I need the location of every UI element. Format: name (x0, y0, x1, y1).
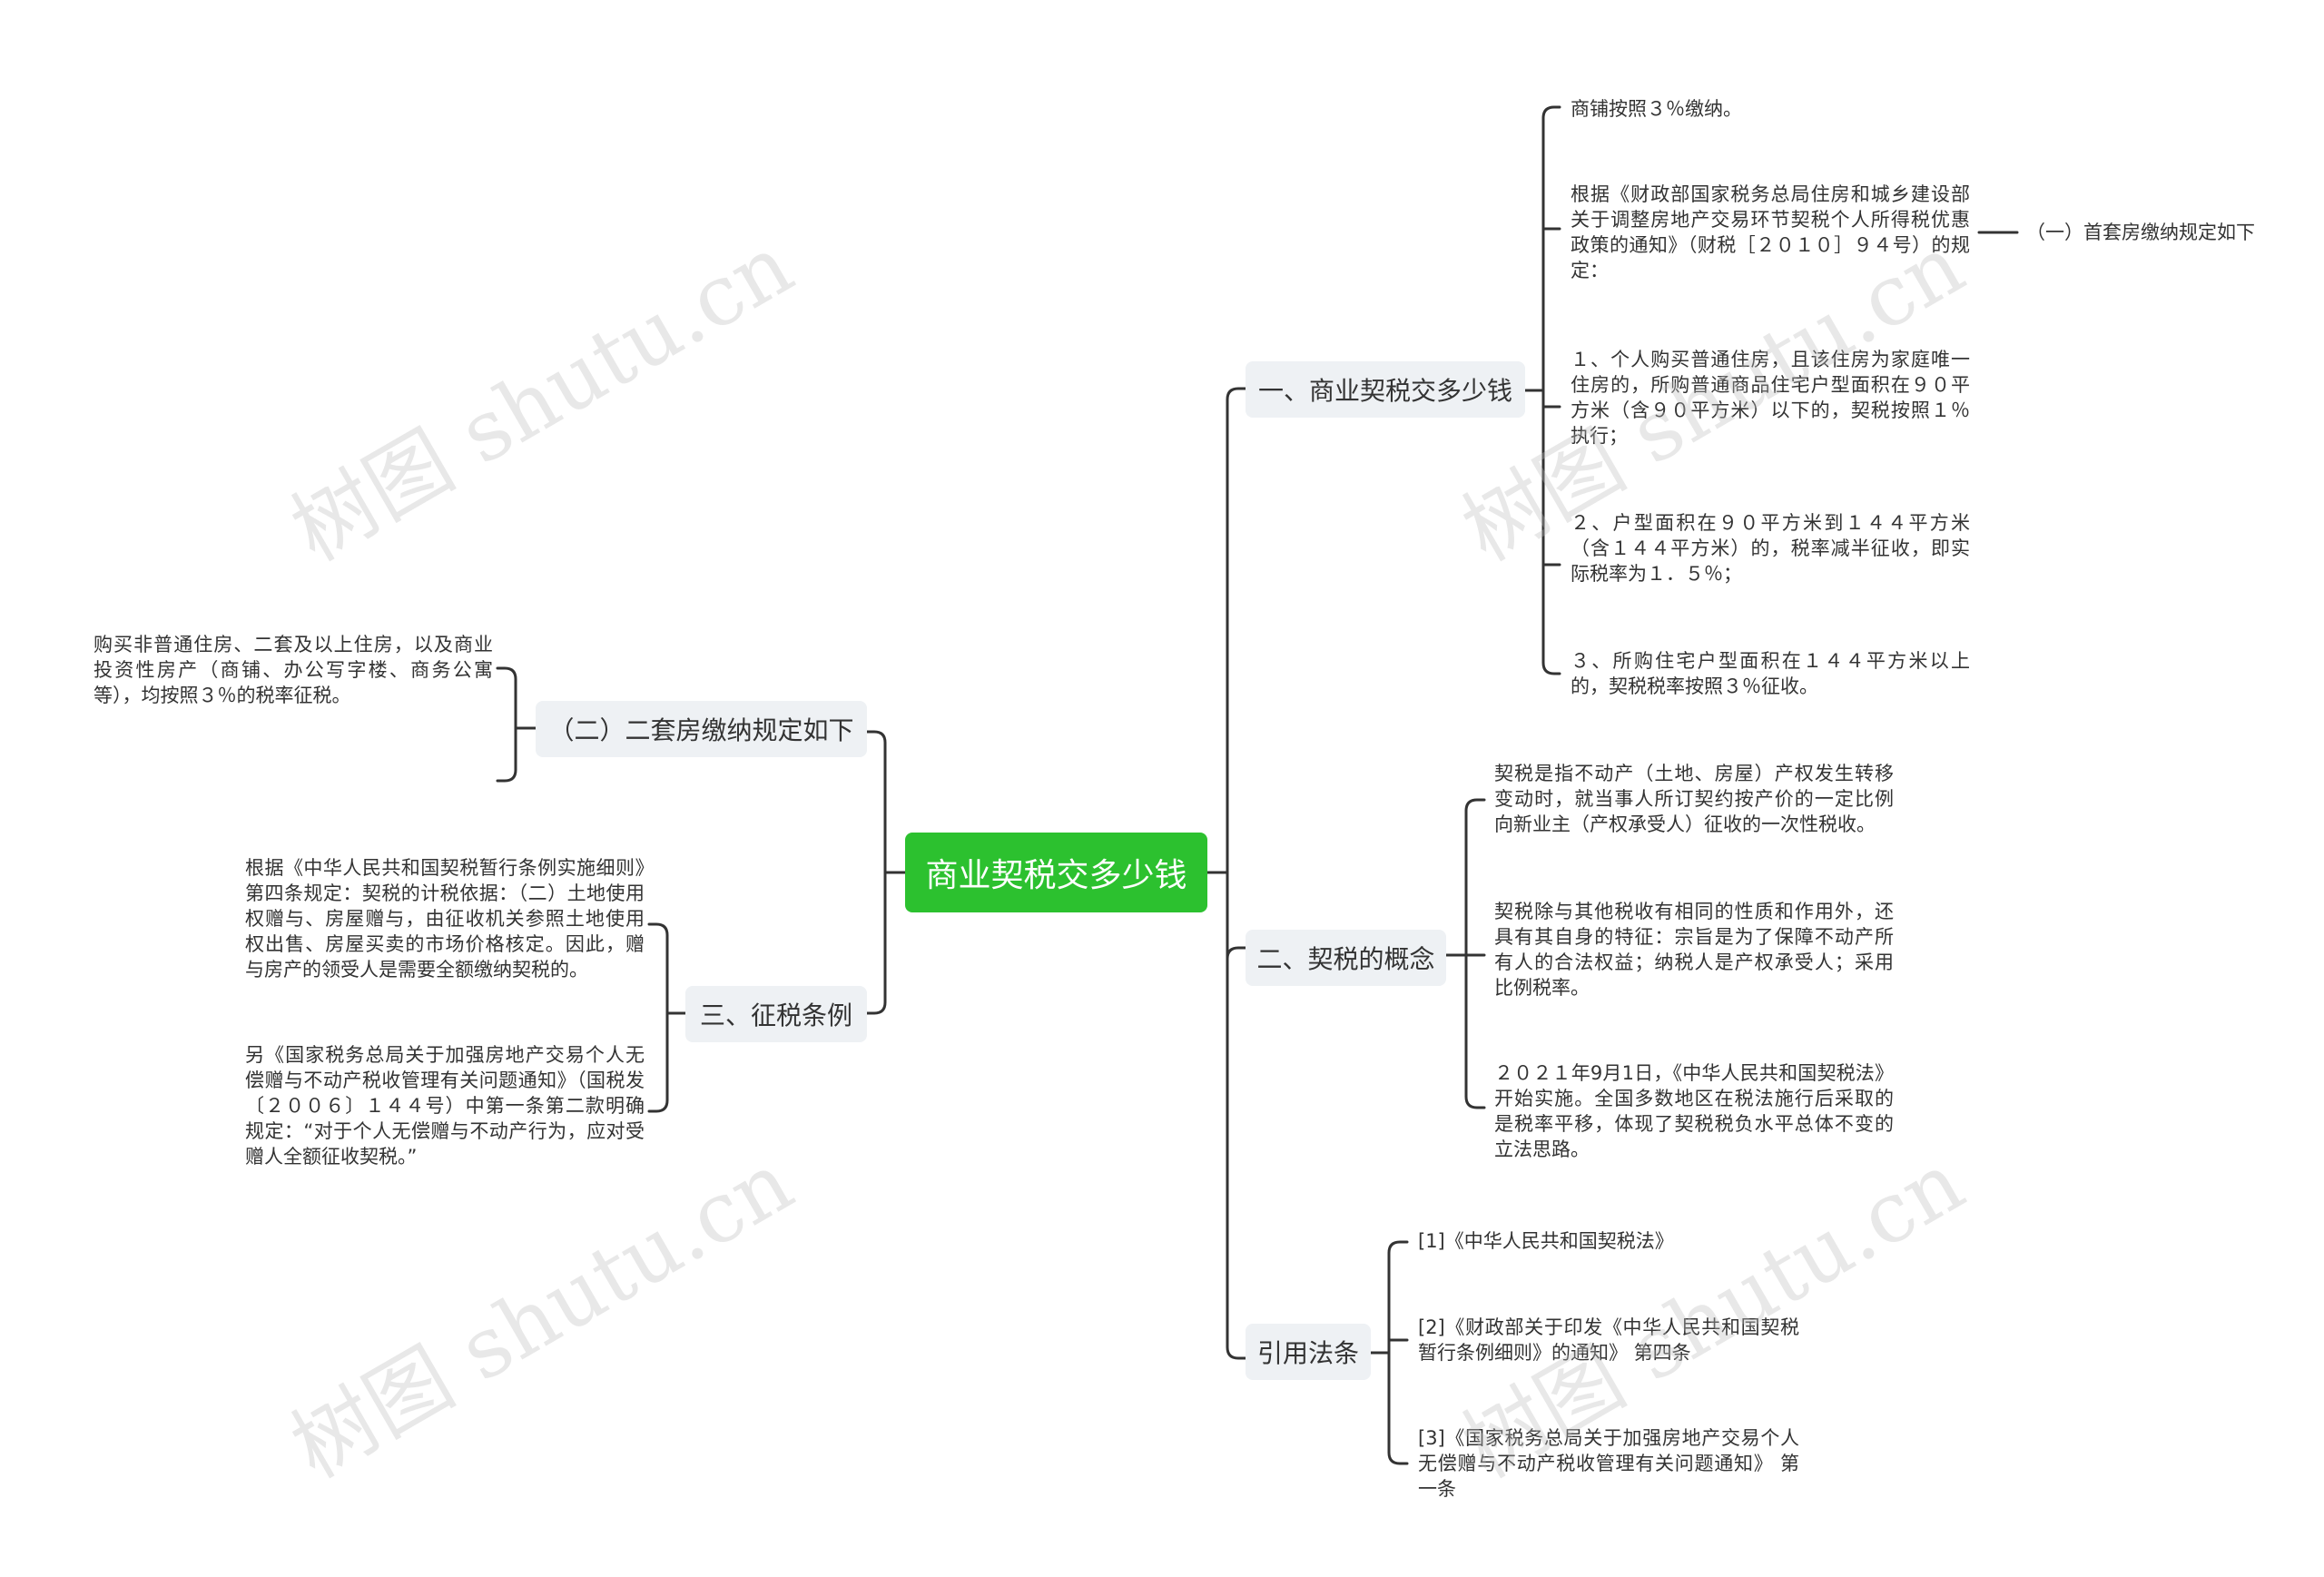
b1-leaf-4: ２、户型面积在９０平方米到１４４平方米（含１４４平方米）的，税率减半征收，即实际… (1571, 512, 1970, 585)
b1-leaf-1: 商铺按照３％缴纳。 (1571, 98, 1742, 120)
b1-leaf-2: 根据《财政部国家税务总局住房和城乡建设部关于调整房地产交易环节契税个人所得税优惠… (1571, 183, 1970, 281)
b4-leaf-1: 购买非普通住房、二套及以上住房，以及商业投资性房产（商铺、办公写字楼、商务公寓等… (94, 634, 493, 706)
connector-root-right (1206, 387, 1247, 1360)
connector-b4 (496, 666, 537, 783)
branch-4-label: （二）二套房缴纳规定如下 (548, 715, 854, 745)
b2-leaf-3: ２０２１年9月1日，《中华人民共和国契税法》开始实施。全国多数地区在税法施行后采… (1494, 1062, 1894, 1160)
branch-node-3[interactable]: 引用法条 (1246, 1324, 1371, 1380)
b5-leaf-1: 根据《中华人民共和国契税暂行条例实施细则》第四条规定：契税的计税依据：（二）土地… (245, 857, 645, 981)
connector-b3 (1369, 1240, 1409, 1465)
b3-leaf-3: [3]《国家税务总局关于加强房地产交易个人无偿赠与不动产税收管理有关问题通知》 … (1418, 1427, 1799, 1500)
b1-sub-label: （一）首套房缴纳规定如下 (2026, 222, 2255, 243)
root-label: 商业契税交多少钱 (925, 857, 1187, 894)
b3-leaf-1: [1]《中华人民共和国契税法》 (1418, 1230, 1674, 1252)
connector-b1 (1523, 105, 1561, 675)
connector-root-left (865, 730, 907, 1015)
connector-b5 (647, 922, 687, 1113)
branch-5-label: 三、征税条例 (699, 1000, 852, 1030)
branch-node-1[interactable]: 一、商业契税交多少钱 (1246, 361, 1525, 418)
root-node[interactable]: 商业契税交多少钱 (905, 833, 1207, 912)
b1-leaf-5: ３、所购住宅户型面积在１４４平方米以上的，契税税率按照３％征收。 (1571, 650, 1970, 697)
b3-leaf-2: [2]《财政部关于印发《中华人民共和国契税暂行条例细则》的通知》 第四条 (1418, 1316, 1799, 1364)
b5-leaf-2: 另《国家税务总局关于加强房地产交易个人无偿赠与不动产税收管理有关问题通知》（国税… (245, 1044, 645, 1168)
branch-1-label: 一、商业契税交多少钱 (1257, 376, 1512, 406)
branch-2-label: 二、契税的概念 (1256, 944, 1435, 974)
branch-node-5[interactable]: 三、征税条例 (685, 986, 867, 1042)
branch-3-label: 引用法条 (1256, 1338, 1359, 1368)
b2-leaf-1: 契税是指不动产（土地、房屋）产权发生转移变动时，就当事人所订契约按产价的一定比例… (1494, 763, 1894, 835)
b2-leaf-2: 契税除与其他税收有相同的性质和作用外，还具有其自身的特征：宗旨是为了保障不动产所… (1494, 901, 1894, 999)
connector-b2 (1444, 798, 1486, 1109)
branch-node-2[interactable]: 二、契税的概念 (1246, 930, 1446, 986)
b1-leaf-3: １、个人购买普通住房，且该住房为家庭唯一住房的，所购普通商品住宅户型面积在９０平… (1571, 349, 1970, 447)
branch-node-4[interactable]: （二）二套房缴纳规定如下 (536, 701, 867, 757)
